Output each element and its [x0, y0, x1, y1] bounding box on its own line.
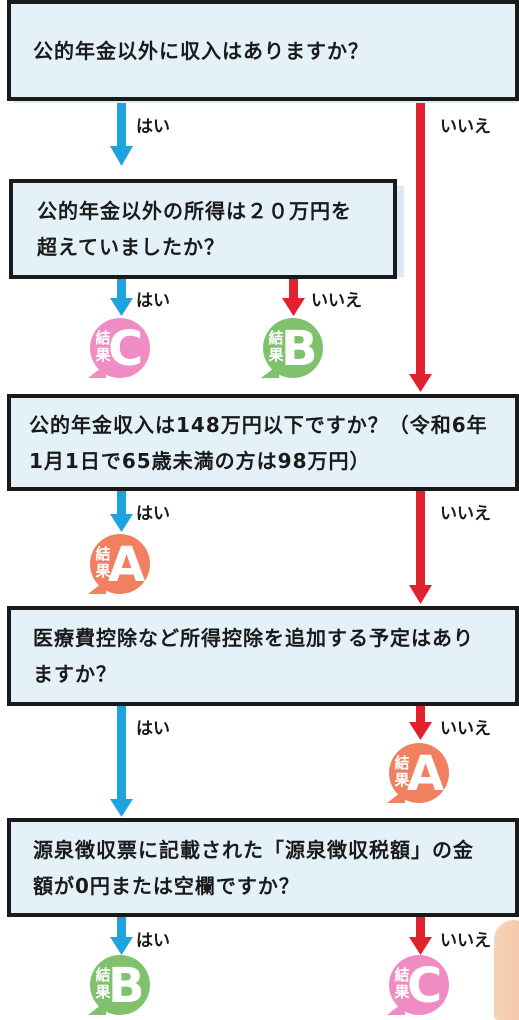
question-box-4: 医療費控除など所得控除を追加する予定はありますか？ — [7, 606, 519, 706]
yes-arrow — [110, 279, 133, 316]
result-prefix: 結果 — [268, 329, 284, 364]
pointing-hand-icon — [494, 920, 519, 1020]
question-text: 医療費控除など所得控除を追加する予定はありますか？ — [33, 626, 474, 686]
no-arrow — [409, 706, 432, 740]
result-letter: B — [108, 958, 145, 1014]
result-badge-b: 結果 B — [261, 318, 323, 380]
result-prefix: 結果 — [394, 966, 410, 1001]
badge-disc — [389, 743, 449, 803]
yes-label: はい — [136, 931, 170, 951]
result-badge-b: 結果 B — [88, 955, 150, 1017]
result-letter: C — [407, 958, 443, 1014]
yes-label: はい — [136, 117, 170, 137]
question-text: 源泉徴収票に記載された「源泉徴収税額」の金額が0円または空欄ですか？ — [33, 837, 474, 898]
result-prefix: 結果 — [95, 545, 111, 580]
badge-disc — [389, 955, 449, 1015]
result-badge-a: 結果 A — [88, 534, 150, 596]
no-label: いいえ — [440, 504, 491, 524]
result-letter: C — [108, 321, 144, 377]
yes-arrow — [110, 491, 133, 532]
result-prefix: 結果 — [95, 966, 111, 1001]
no-arrow — [282, 279, 305, 316]
yes-arrow — [110, 101, 133, 166]
no-arrow — [409, 491, 432, 604]
yes-label: はい — [136, 719, 170, 739]
no-label: いいえ — [440, 117, 491, 137]
no-label: いいえ — [440, 931, 491, 951]
result-letter: A — [407, 746, 445, 802]
no-arrow — [409, 101, 432, 392]
result-badge-c: 結果 C — [88, 318, 150, 380]
yes-arrow — [110, 706, 133, 817]
badge-disc — [90, 955, 150, 1015]
question-box-5: 源泉徴収票に記載された「源泉徴収税額」の金額が0円または空欄ですか？ — [7, 818, 519, 917]
result-prefix: 結果 — [394, 754, 410, 789]
badge-disc — [90, 534, 150, 594]
result-letter: B — [281, 321, 318, 377]
badge-disc — [263, 318, 323, 378]
yes-label: はい — [136, 291, 170, 311]
result-badge-a: 結果 A — [387, 743, 449, 805]
question-text: 公的年金収入は148万円以下ですか？（令和6年1月1日で65歳未満の方は98万円… — [29, 412, 488, 473]
no-arrow — [409, 917, 432, 955]
question-box-3: 公的年金収入は148万円以下ですか？（令和6年1月1日で65歳未満の方は98万円… — [7, 394, 519, 491]
no-label: いいえ — [440, 719, 491, 739]
result-prefix: 結果 — [95, 329, 111, 364]
question-text: 公的年金以外に収入はありますか？ — [33, 38, 369, 63]
question-box-2: 公的年金以外の所得は２０万円を超えていましたか？ — [9, 179, 397, 279]
result-badge-c: 結果 C — [387, 955, 449, 1017]
no-label: いいえ — [311, 291, 362, 311]
badge-disc — [90, 318, 150, 378]
yes-label: はい — [136, 504, 170, 524]
yes-arrow — [110, 917, 133, 955]
question-text: 公的年金以外の所得は２０万円を超えていましたか？ — [37, 199, 352, 259]
question-box-1: 公的年金以外に収入はありますか？ — [7, 0, 519, 101]
result-letter: A — [108, 537, 146, 593]
